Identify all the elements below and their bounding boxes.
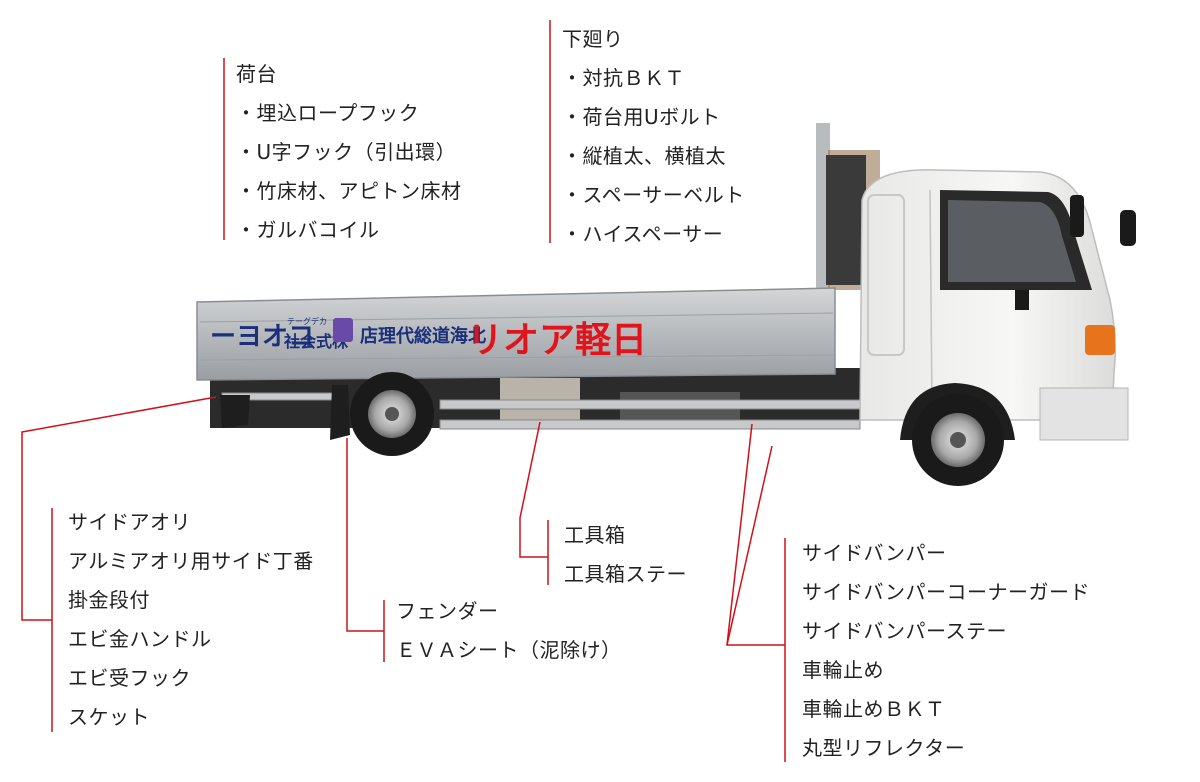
label-nidai-3: ・竹床材、アピトン床材 <box>236 179 462 203</box>
label-shitamawari-4: ・スペーサーベルト <box>562 183 745 207</box>
label-bumper-0: サイドバンパー <box>802 541 947 565</box>
group-bumper: サイドバンパー サイドバンパーコーナーガード サイドバンパーステー 車輪止め 車… <box>802 534 1090 768</box>
signage-company: 社会式株 <box>283 332 349 351</box>
cab <box>859 169 1136 441</box>
label-bumper-1: サイドバンパーコーナーガード <box>802 580 1090 604</box>
label-shitamawari-1: ・対抗ＢＫＴ <box>562 66 685 90</box>
rear-fender <box>220 385 350 440</box>
label-toolbox-0: 工具箱 <box>564 523 626 547</box>
label-side-aori-5: スケット <box>68 705 150 729</box>
label-bumper-2: サイドバンパーステー <box>802 619 1007 643</box>
signage-sub: 店理代総道海北 <box>360 325 486 347</box>
truck-signage: ーヨオコ テーグデカ 社会式株 店理代総道海北 リオア軽日 <box>210 316 647 361</box>
label-bumper-3: 車輪止め <box>802 658 884 682</box>
rear-wheel <box>350 372 434 456</box>
label-shitamawari-5: ・ハイスペーサー <box>562 222 724 246</box>
label-nidai-2: ・U字フック（引出環） <box>236 140 457 164</box>
leader-bumper-line1 <box>726 423 785 646</box>
label-fender-0: フェンダー <box>396 599 499 623</box>
signage-tiny: テーグデカ <box>287 316 327 326</box>
label-shitamawari-3: ・縦植太、横植太 <box>562 144 726 168</box>
leader-fender-line <box>346 438 384 632</box>
label-fender-1: ＥＶＡシート（泥除け） <box>396 638 622 662</box>
label-side-aori-2: 掛金段付 <box>68 588 150 612</box>
label-side-aori-3: エビ金ハンドル <box>68 627 212 651</box>
label-side-aori-1: アルミアオリ用サイド丁番 <box>68 549 314 573</box>
company-logo <box>333 318 353 342</box>
label-nidai-4: ・ガルバコイル <box>236 218 380 242</box>
label-toolbox-1: 工具箱ステー <box>564 562 687 586</box>
signage-main: リオア軽日 <box>467 320 647 361</box>
leader-side-aori-line <box>21 396 217 621</box>
group-toolbox: 工具箱 工具箱ステー <box>564 516 687 594</box>
leader-toolbox-line <box>519 421 548 558</box>
label-nidai-title: 荷台 <box>236 62 277 86</box>
cargo-side-gate <box>196 287 836 381</box>
group-side-aori: サイドアオリ アルミアオリ用サイド丁番 掛金段付 エビ金ハンドル エビ受フック … <box>68 503 314 737</box>
group-nidai: 荷台 ・埋込ロープフック ・U字フック（引出環） ・竹床材、アピトン床材 ・ガル… <box>236 55 462 250</box>
label-side-aori-0: サイドアオリ <box>68 510 191 534</box>
group-shitamawari: 下廻り ・対抗ＢＫＴ ・荷台用Uボルト ・縦植太、横植太 ・スペーサーベルト ・… <box>562 20 745 254</box>
leader-bumper-line2 <box>726 445 773 646</box>
label-shitamawari-title: 下廻り <box>562 27 624 51</box>
front-wheel <box>900 383 1015 486</box>
group-fender: フェンダー ＥＶＡシート（泥除け） <box>396 592 622 670</box>
label-shitamawari-2: ・荷台用Uボルト <box>562 105 721 129</box>
label-bumper-4: 車輪止めＢＫＴ <box>802 697 946 721</box>
label-nidai-1: ・埋込ロープフック <box>236 101 420 125</box>
side-bumper-rail <box>221 392 861 430</box>
signage-left: ーヨオコ <box>210 322 314 352</box>
label-bumper-5: 丸型リフレクター <box>802 736 966 760</box>
label-side-aori-4: エビ受フック <box>68 666 191 690</box>
